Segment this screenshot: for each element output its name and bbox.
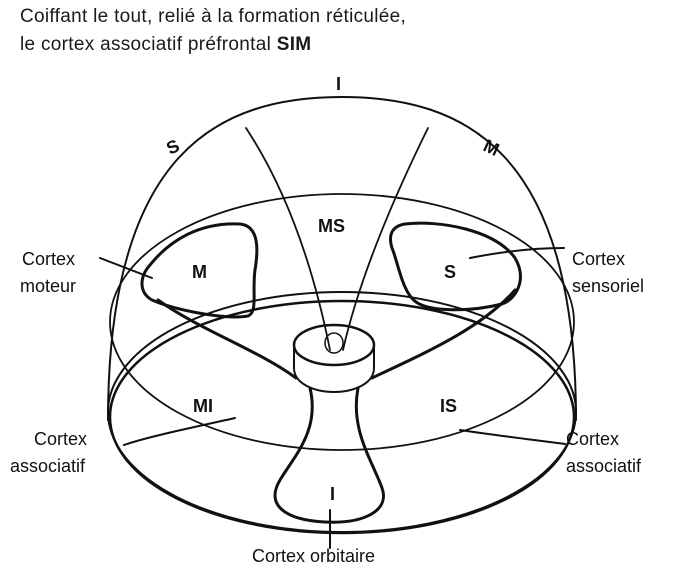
boundary-left xyxy=(158,300,296,378)
meridian-left xyxy=(246,128,330,350)
label-cortex-moteur-1: Cortex xyxy=(22,249,75,269)
region-is-label: IS xyxy=(440,396,457,416)
central-cylinder-side xyxy=(294,348,374,392)
region-m-label: M xyxy=(192,262,207,282)
region-i-label: I xyxy=(330,484,335,504)
label-cortex-assoc-right-1: Cortex xyxy=(566,429,619,449)
label-cortex-orbitaire: Cortex orbitaire xyxy=(252,546,375,566)
leader-assoc-right xyxy=(460,430,565,444)
label-cortex-sensoriel-1: Cortex xyxy=(572,249,625,269)
label-top-i: I xyxy=(336,74,341,94)
label-cortex-moteur-2: moteur xyxy=(20,276,76,296)
label-right-m: M xyxy=(480,135,502,159)
label-cortex-assoc-right-2: associatif xyxy=(566,456,642,476)
label-cortex-sensoriel-2: sensoriel xyxy=(572,276,644,296)
leader-sensory xyxy=(470,248,564,258)
label-left-s: S xyxy=(163,135,182,158)
central-cylinder-top xyxy=(294,325,374,365)
region-s-label: S xyxy=(444,262,456,282)
leader-assoc-left xyxy=(124,418,235,445)
meridian-right xyxy=(343,128,428,350)
label-cortex-assoc-left-1: Cortex xyxy=(34,429,87,449)
label-cortex-assoc-left-2: associatif xyxy=(10,456,86,476)
region-ms-label: MS xyxy=(318,216,345,236)
region-mi-label: MI xyxy=(193,396,213,416)
